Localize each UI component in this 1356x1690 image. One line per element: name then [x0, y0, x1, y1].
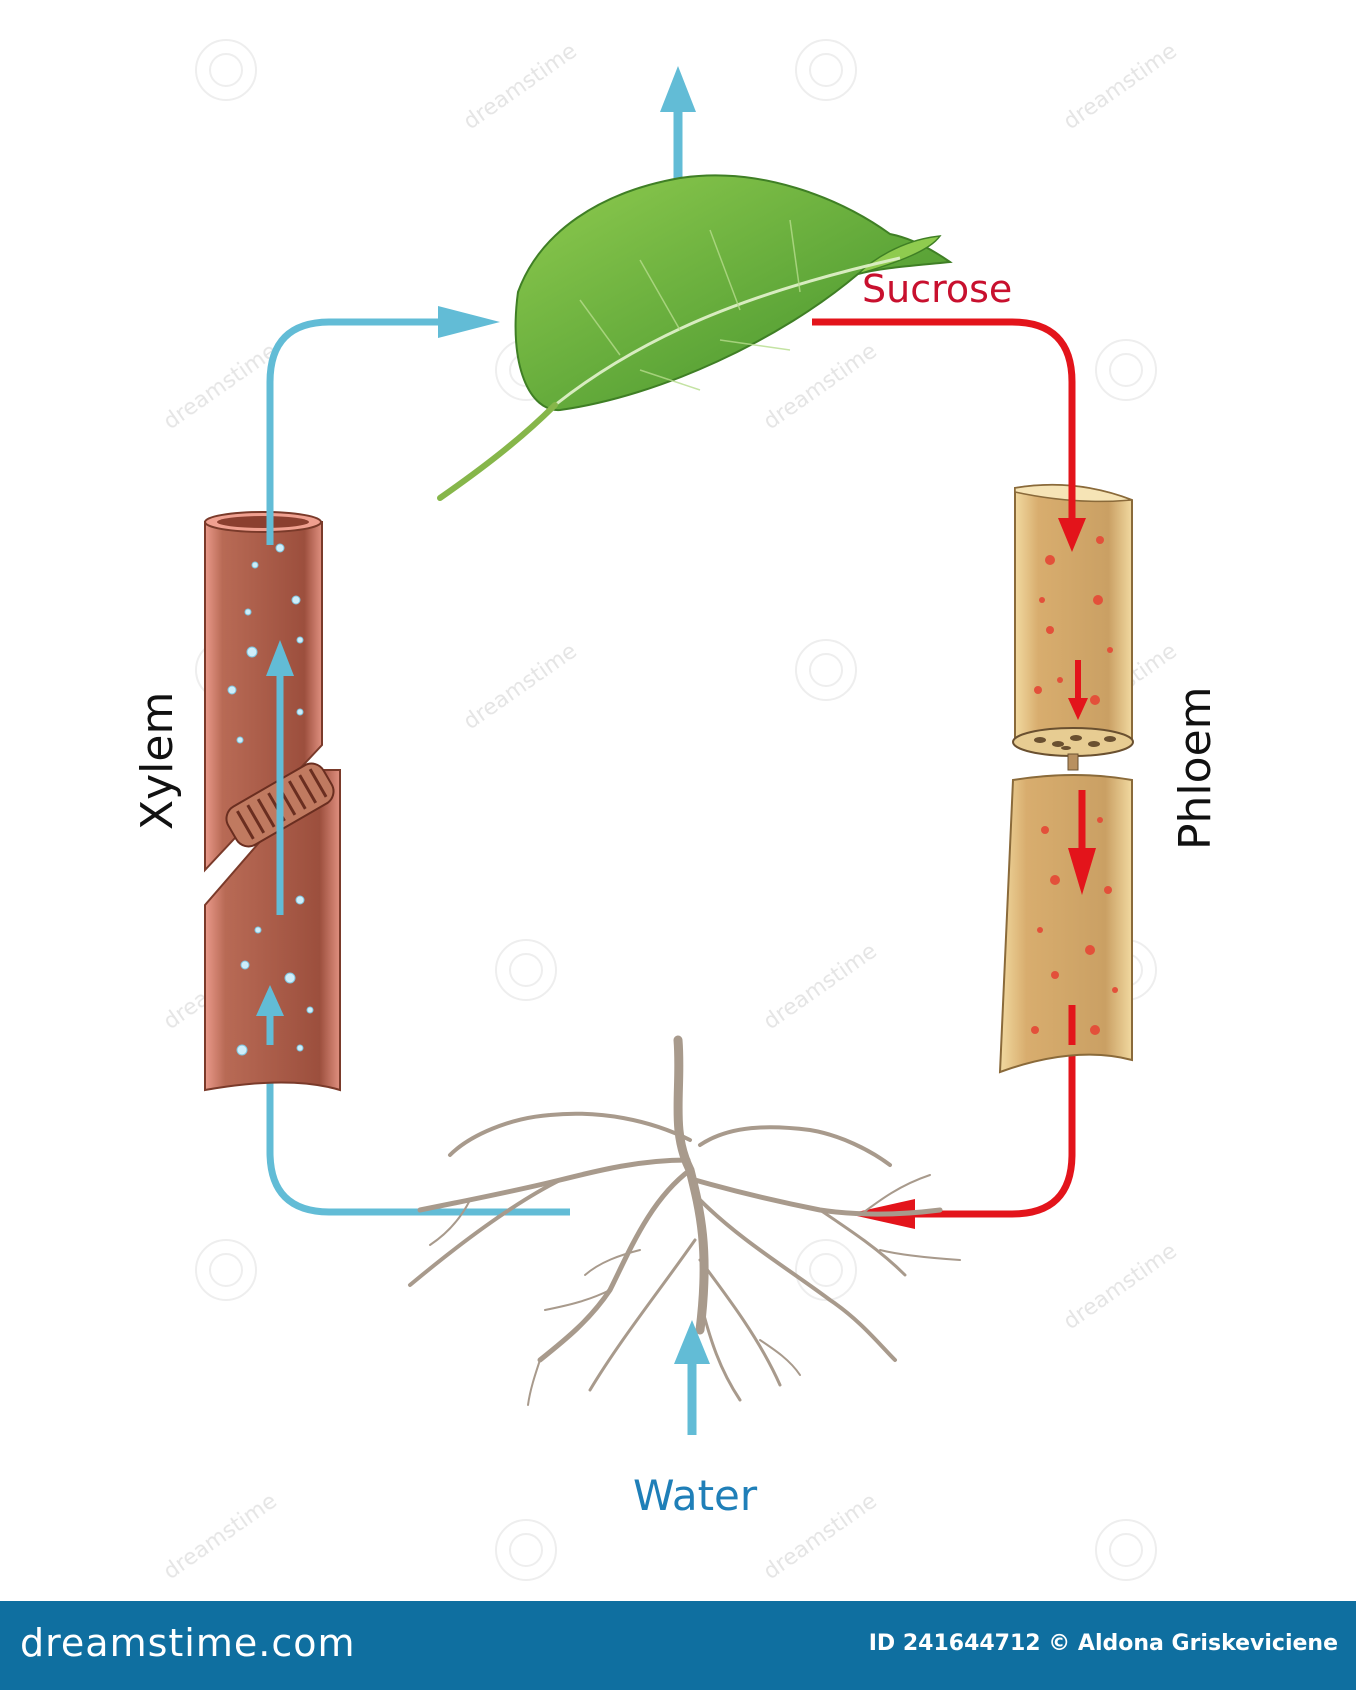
watermark-text: dreamstime — [759, 339, 882, 435]
phloem-label: Phloem — [1170, 687, 1221, 851]
watermark-text: dreamstime — [159, 1489, 282, 1585]
transport-diagram: dreamstime dreamstime dreamstime dreamst… — [132, 39, 1221, 1585]
watermark-text: dreamstime — [459, 639, 582, 735]
watermark-text: dreamstime — [159, 339, 282, 435]
sucrose-label: Sucrose — [862, 267, 1012, 311]
watermark-text: dreamstime — [759, 1489, 882, 1585]
arrow-to-leaf — [438, 306, 500, 338]
water-flow-path — [266, 318, 570, 1216]
phloem-vessel-illustration — [998, 483, 1134, 1074]
phloem-flow-arrows — [1058, 480, 1096, 1045]
footer-site-name: dreamstime.com — [20, 1621, 356, 1665]
footer-credit: ID 241644712 © Aldona Griskeviciene — [868, 1631, 1338, 1656]
xylem-vessel-illustration — [204, 511, 341, 1092]
watermark-text: dreamstime — [759, 939, 882, 1035]
water-uptake-arrow — [674, 1320, 710, 1435]
watermark-text: dreamstime — [1059, 1239, 1182, 1335]
xylem-flow-arrows — [256, 500, 294, 1045]
watermark-text: dreamstime — [459, 39, 582, 135]
footer-band: dreamstime.com ID 241644712 © Aldona Gri… — [0, 1601, 1356, 1690]
xylem-label: Xylem — [132, 692, 183, 830]
watermark-text: dreamstime — [1059, 39, 1182, 135]
root-system-illustration — [408, 1035, 961, 1406]
leaf-illustration — [437, 174, 953, 501]
sucrose-flow-path — [812, 318, 1076, 1218]
water-label: Water — [633, 1471, 758, 1520]
